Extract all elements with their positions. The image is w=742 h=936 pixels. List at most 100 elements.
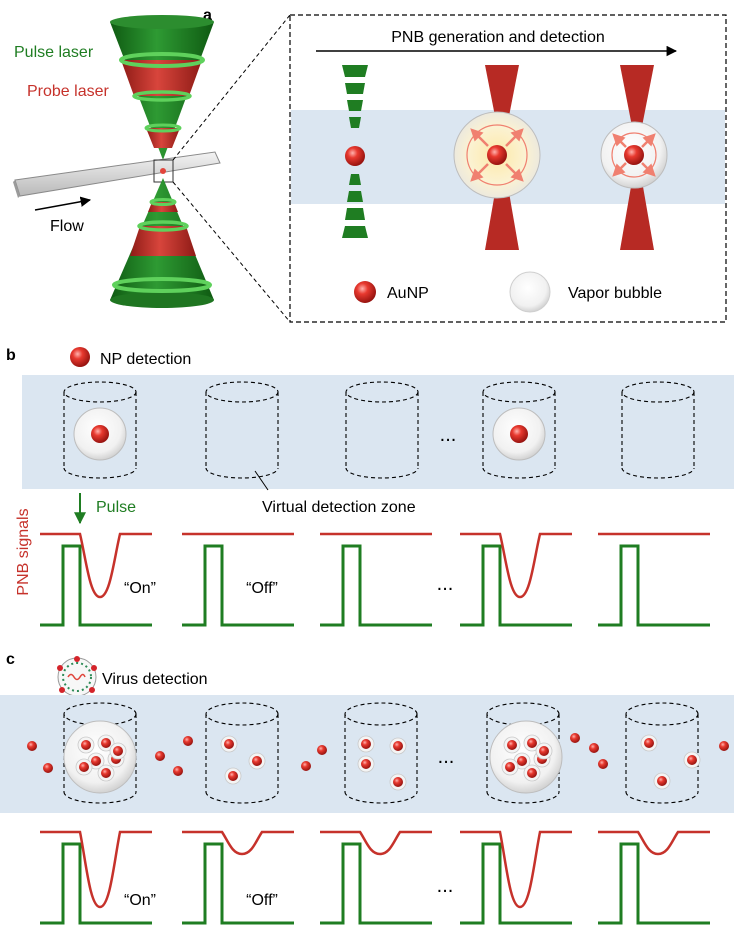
- legend-aunp-label: AuNP: [387, 285, 429, 302]
- nanoparticle: [101, 768, 111, 778]
- nanoparticle: [224, 739, 234, 749]
- nanoparticle: [43, 763, 53, 773]
- panel-b-ellipsis-top: ...: [440, 424, 457, 446]
- nanoparticle: [393, 741, 403, 751]
- panel-c-signals: [40, 830, 710, 925]
- pnb-signal-trace: [320, 830, 432, 856]
- pulse-trace: [182, 842, 294, 925]
- nanoparticle: [317, 745, 327, 755]
- pnb-inset: PNB generation and detection: [289, 14, 727, 323]
- legend-bubble-icon: [509, 271, 551, 313]
- pulse-trace: [598, 544, 710, 627]
- lower-laser-cone: [110, 178, 214, 308]
- panel-b-letter: b: [6, 347, 16, 364]
- pnb-signals-ylabel: PNB signals: [15, 508, 32, 595]
- panel-c-title: Virus detection: [102, 671, 208, 688]
- pnb-signal-trace: [598, 830, 710, 856]
- nanoparticle: [81, 740, 91, 750]
- pulse-trace: [182, 544, 294, 627]
- stage-bubble-large: [453, 65, 541, 250]
- upper-laser-cone: [110, 15, 214, 160]
- pulse-trace: [460, 544, 572, 627]
- nanoparticle: [91, 425, 109, 443]
- inset-title: PNB generation and detection: [391, 29, 604, 46]
- nanoparticle: [155, 751, 165, 761]
- nanoparticle: [301, 761, 311, 771]
- nanoparticle: [527, 768, 537, 778]
- pnb-signal-trace: [40, 830, 152, 909]
- nanoparticle: [228, 771, 238, 781]
- nanoparticle: [505, 762, 515, 772]
- nanoparticle: [539, 746, 549, 756]
- stage-aunp: [345, 146, 365, 166]
- nanoparticle: [393, 777, 403, 787]
- nanoparticle: [113, 746, 123, 756]
- panel-c-zones: [27, 702, 729, 804]
- zone-pointer-line: [254, 470, 269, 491]
- flow-arrow: [34, 196, 92, 211]
- np-detection-icon: [70, 347, 90, 367]
- zoom-line-bottom: [172, 181, 291, 323]
- panel-b-signals: [40, 532, 710, 627]
- nanoparticle: [91, 756, 101, 766]
- pulse-label: Pulse: [96, 499, 136, 516]
- pulse-laser-label: Pulse laser: [14, 44, 94, 61]
- zoom-line-top: [172, 14, 291, 161]
- panel-a-letter: a: [203, 7, 212, 24]
- panel-c-ellipsis-top: ...: [438, 746, 455, 768]
- nanoparticle: [589, 743, 599, 753]
- pnb-signal-trace: [460, 532, 572, 599]
- virus-icon: [57, 656, 97, 697]
- detection-zone: [345, 381, 419, 479]
- nanoparticle: [719, 741, 729, 751]
- legend-aunp-icon: [354, 281, 376, 303]
- detection-zone: [63, 381, 137, 479]
- nanoparticle: [507, 740, 517, 750]
- stage-bubble-small: [600, 65, 668, 250]
- nanoparticle: [644, 738, 654, 748]
- pnb-signal-trace: [40, 532, 152, 599]
- nanoparticle: [510, 425, 528, 443]
- panel-b-zones: [63, 381, 695, 479]
- detection-zone: [621, 381, 695, 479]
- nanoparticle: [101, 738, 111, 748]
- detection-zone: [205, 381, 279, 479]
- panel-a: a Pulse laser Pro: [13, 7, 727, 323]
- nanoparticle: [361, 739, 371, 749]
- nanoparticle: [183, 736, 193, 746]
- nanoparticle: [687, 755, 697, 765]
- pulse-trace: [40, 842, 152, 925]
- panel-c-ellipsis-signal: ...: [437, 875, 454, 897]
- pulse-trace: [598, 842, 710, 925]
- nanoparticle: [173, 766, 183, 776]
- inset-legend: AuNP Vapor bubble: [354, 271, 662, 313]
- detection-zone: [625, 702, 699, 804]
- nanoparticle: [527, 738, 537, 748]
- detection-zone: [205, 702, 279, 804]
- panel-b-flow-band: [22, 375, 734, 489]
- pnb-signal-trace: [182, 830, 294, 856]
- panel-b-title: NP detection: [100, 351, 191, 368]
- panel-c-off-label: “Off”: [246, 892, 278, 909]
- stage-pulse: [342, 65, 368, 238]
- detection-zone: [482, 381, 556, 479]
- panel-b-ellipsis-signal: ...: [437, 573, 454, 595]
- probe-laser-label: Probe laser: [27, 83, 109, 100]
- pnb-signal-trace: [460, 830, 572, 909]
- pulse-trace: [320, 842, 432, 925]
- virtual-zone-label: Virtual detection zone: [262, 499, 416, 516]
- pulse-trace: [40, 544, 152, 627]
- legend-bubble-label: Vapor bubble: [568, 285, 662, 302]
- panel-b-on-label: “On”: [124, 580, 156, 597]
- nanoparticle: [79, 762, 89, 772]
- nanoparticle: [361, 759, 371, 769]
- nanoparticle: [27, 741, 37, 751]
- nanoparticle: [517, 756, 527, 766]
- nanoparticle: [657, 776, 667, 786]
- panel-c-letter: c: [6, 651, 15, 668]
- nanoparticle: [252, 756, 262, 766]
- flow-label: Flow: [50, 218, 84, 235]
- flow-tube: [13, 151, 221, 198]
- nanoparticle: [598, 759, 608, 769]
